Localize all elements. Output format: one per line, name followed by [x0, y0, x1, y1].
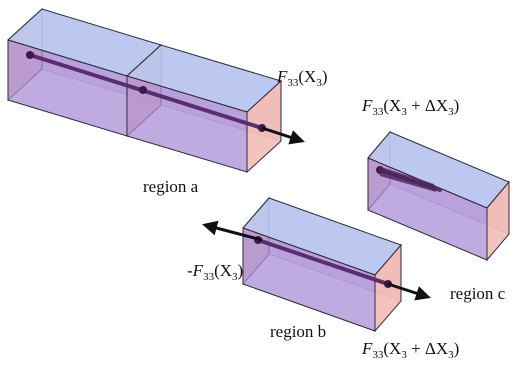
force-label-region-a-right: F33(X3): [277, 67, 328, 89]
region-c-arrow-shadow: [378, 166, 436, 192]
region-c-block-right-face: [486, 180, 510, 262]
force-label-region-c-left: F33(X3 + ΔX3): [362, 96, 460, 118]
region-b-label: region b: [270, 322, 327, 341]
force-label-region-b-right: F33(X3 + ΔX3): [362, 339, 460, 361]
force-label-region-b-left: -F33(X3): [187, 261, 244, 283]
region-a-label: region a: [143, 177, 199, 196]
region-b-force-arrow-right: [387, 282, 431, 301]
region-a-dot-middle: [139, 86, 147, 94]
region-b-rod: [256, 238, 390, 286]
region-b-force-arrow-left: [202, 220, 263, 242]
region-c-label: region c: [450, 284, 506, 303]
region-a-force-arrow: [261, 126, 305, 145]
region-a-dot-left: [26, 51, 34, 59]
